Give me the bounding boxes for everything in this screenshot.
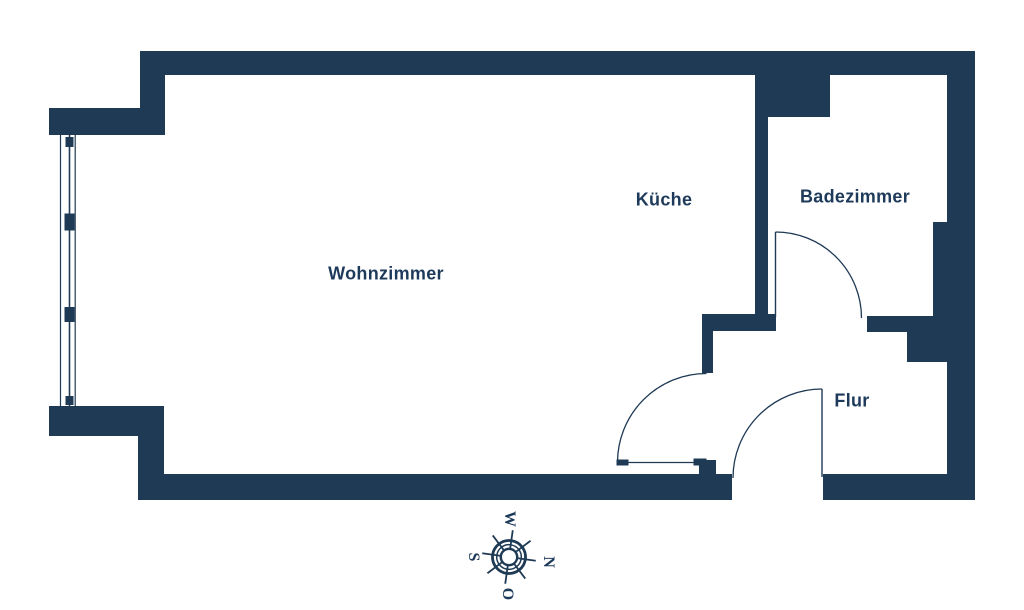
compass-spokes — [482, 530, 536, 584]
door-wohnzimmer-flur — [616, 372, 707, 466]
window-fitting — [64, 213, 75, 231]
compass-inner-ring — [499, 547, 519, 567]
door-entrance — [732, 388, 823, 479]
window-left — [59, 135, 76, 406]
window-fitting — [64, 307, 75, 322]
room-label-kueche: Küche — [635, 189, 693, 210]
window-fitting — [65, 396, 74, 405]
compass-letter-east: O — [499, 587, 516, 601]
door-stop — [616, 459, 629, 466]
wall-bottom-right — [823, 474, 975, 500]
wall-kitchen-bath-divider — [755, 73, 768, 331]
wall-bottom-left — [138, 474, 732, 500]
door-swing-arc — [732, 388, 823, 479]
wall-bath-right-protrusion — [933, 222, 947, 317]
room-label-wohnzimmer: Wohnzimmer — [328, 263, 444, 284]
wall-top — [140, 51, 975, 75]
wall-flur-topright-block — [907, 316, 947, 362]
compass-rose-icon — [482, 530, 536, 584]
room-label-flur: Flur — [834, 390, 870, 411]
wall-flur-top — [702, 314, 776, 331]
door-swing-arc — [775, 231, 863, 319]
compass-letter-west: W — [501, 511, 518, 527]
room-label-badezimmer: Badezimmer — [799, 186, 911, 207]
compass-letter-north: N — [540, 556, 557, 568]
wall-right — [947, 51, 975, 500]
compass-middle-ring — [495, 543, 523, 571]
wall-bottomleft-step — [49, 406, 164, 436]
walls — [49, 51, 975, 500]
door-badezimmer — [774, 231, 863, 319]
wall-bath-shaft-block — [768, 73, 830, 117]
window-fitting — [65, 137, 74, 147]
wall-flur-left-stub — [702, 331, 713, 373]
wall-topleft-step — [49, 108, 165, 135]
door-swing-arc — [616, 372, 707, 463]
wall-bottomleft-connector — [138, 436, 164, 500]
door-stop — [693, 458, 707, 466]
compass-letter-south: S — [465, 552, 482, 562]
